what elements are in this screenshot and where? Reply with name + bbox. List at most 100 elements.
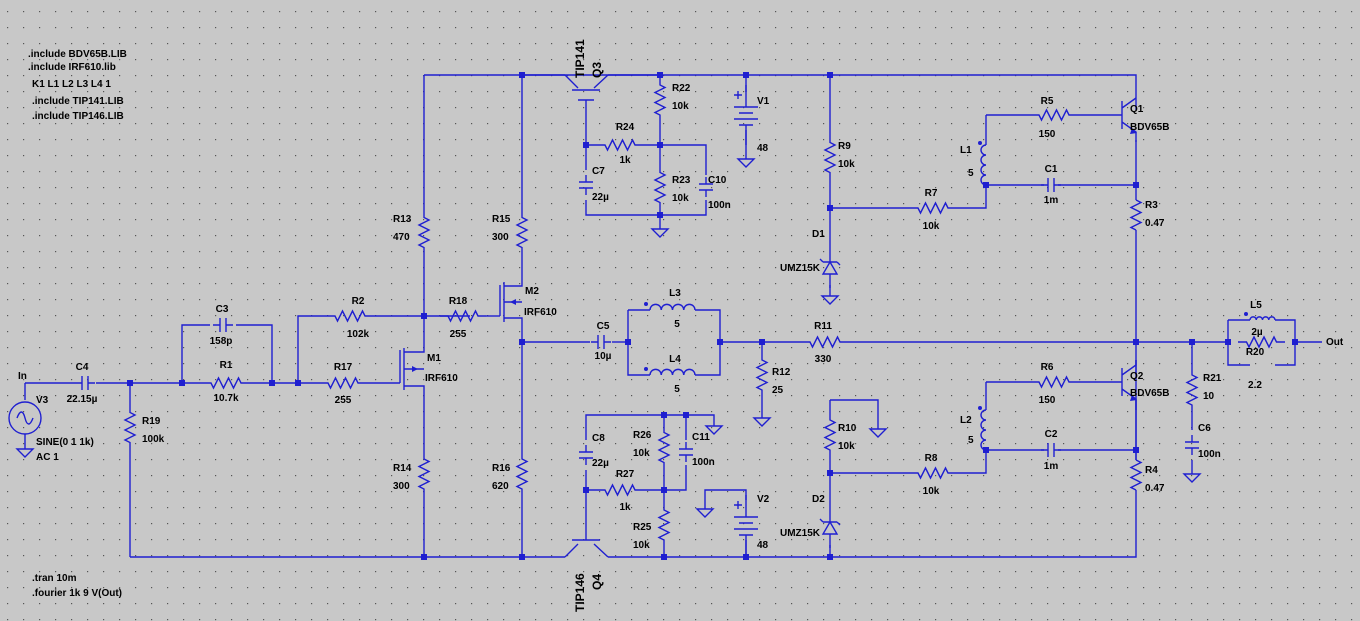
q1-name: Q1 <box>1130 104 1144 115</box>
r7-name: R7 <box>925 188 938 199</box>
capacitor-c11[interactable] <box>679 442 693 462</box>
capacitor-c3[interactable] <box>213 318 233 332</box>
resistor-r18[interactable] <box>440 309 486 323</box>
capacitor-c4[interactable] <box>75 376 95 390</box>
r21-name: R21 <box>1203 373 1222 384</box>
resistor-r14[interactable] <box>417 455 431 493</box>
junction-dot <box>743 72 749 78</box>
resistor-r17[interactable] <box>320 376 366 390</box>
r6-name: R6 <box>1041 362 1054 373</box>
junction-dot <box>743 554 749 560</box>
junction-dot <box>179 380 185 386</box>
inductor-l4[interactable] <box>644 367 696 376</box>
ground-symbol <box>15 445 35 458</box>
r25-value: 10k <box>633 540 650 551</box>
junction-dot <box>269 380 275 386</box>
r25-name: R25 <box>633 522 652 533</box>
mosfet-m2[interactable] <box>499 280 523 330</box>
resistor-r25[interactable] <box>657 505 671 545</box>
c4-name: C4 <box>76 362 89 373</box>
capacitor-c1[interactable] <box>1041 178 1061 192</box>
q3-name: Q3 <box>590 62 604 78</box>
capacitor-c7[interactable] <box>579 175 593 195</box>
capacitor-c5[interactable] <box>591 335 611 349</box>
q3-model: TIP141 <box>573 39 587 78</box>
resistor-r20[interactable] <box>1238 335 1285 349</box>
resistor-r5[interactable] <box>1030 108 1078 122</box>
junction-dot <box>661 412 667 418</box>
wire <box>585 414 686 440</box>
r15-value: 300 <box>492 232 509 243</box>
inductor-l3[interactable] <box>644 302 696 311</box>
c6-value: 100n <box>1198 449 1221 460</box>
resistor-r16[interactable] <box>515 455 529 493</box>
resistor-r6[interactable] <box>1030 375 1078 389</box>
resistor-r4[interactable] <box>1129 459 1143 491</box>
d2-model: UMZ15K <box>780 528 821 539</box>
r5-name: R5 <box>1041 96 1054 107</box>
resistor-r2[interactable] <box>322 309 378 323</box>
spice-directive: .include TIP146.LIB <box>32 111 124 122</box>
r3-name: R3 <box>1145 200 1158 211</box>
resistor-r21[interactable] <box>1185 370 1199 410</box>
l4-value: 5 <box>674 384 680 395</box>
junction-dot <box>683 412 689 418</box>
capacitor-c6[interactable] <box>1185 435 1199 455</box>
voltage-source-v1[interactable] <box>734 85 758 145</box>
junction-dot <box>661 554 667 560</box>
ground-symbol <box>650 225 670 238</box>
inductor-l5[interactable] <box>1244 312 1276 321</box>
resistor-r23[interactable] <box>653 170 667 205</box>
spice-tran-directive: .tran 10m <box>32 573 77 584</box>
capacitor-c10[interactable] <box>699 177 713 197</box>
wire <box>181 324 210 383</box>
zener-diode-d2[interactable] <box>819 500 841 548</box>
c8-name: C8 <box>592 433 605 444</box>
capacitor-c2[interactable] <box>1041 443 1061 457</box>
capacitor-c8[interactable] <box>579 445 593 465</box>
r22-value: 10k <box>672 101 689 112</box>
c1-name: C1 <box>1045 164 1058 175</box>
transistor-q2[interactable] <box>1112 360 1137 410</box>
transistor-q1[interactable] <box>1112 97 1137 142</box>
resistor-r1[interactable] <box>200 376 252 390</box>
c6-name: C6 <box>1198 423 1211 434</box>
mosfet-m1[interactable] <box>399 345 425 390</box>
junction-dot <box>657 212 663 218</box>
resistor-r10[interactable] <box>823 410 837 460</box>
resistor-r3[interactable] <box>1129 199 1143 231</box>
resistor-r15[interactable] <box>515 210 529 255</box>
resistor-r9[interactable] <box>823 135 837 180</box>
transistor-q4[interactable] <box>564 530 609 558</box>
resistor-r12[interactable] <box>755 350 769 400</box>
v3-name: V3 <box>36 395 49 406</box>
v1-value: 48 <box>757 143 769 154</box>
voltage-source-v2[interactable] <box>734 495 758 555</box>
r21-value: 10 <box>1203 391 1215 402</box>
v2-value: 48 <box>757 540 769 551</box>
resistor-r13[interactable] <box>417 210 431 255</box>
resistor-r11[interactable] <box>800 335 850 349</box>
q1-model: BDV65B <box>1130 122 1169 133</box>
r19-name: R19 <box>142 416 161 427</box>
zener-diode-d1[interactable] <box>819 240 841 288</box>
resistor-r8[interactable] <box>906 466 960 480</box>
inductor-l2[interactable] <box>978 406 987 451</box>
resistor-r7[interactable] <box>906 201 960 215</box>
transistor-q3[interactable] <box>564 74 609 101</box>
resistor-r24[interactable] <box>600 138 640 152</box>
d1-model: UMZ15K <box>780 263 821 274</box>
r13-name: R13 <box>393 214 412 225</box>
d1-name: D1 <box>812 229 825 240</box>
resistor-r27[interactable] <box>600 483 640 497</box>
resistor-r26[interactable] <box>657 425 671 470</box>
voltage-source-v3[interactable] <box>8 401 42 445</box>
inductor-l1[interactable] <box>978 141 987 186</box>
resistor-r22[interactable] <box>653 80 667 120</box>
spice-directive: .include TIP141.LIB <box>32 96 124 107</box>
junction-dot <box>519 339 525 345</box>
r26-value: 10k <box>633 448 650 459</box>
c7-name: C7 <box>592 166 605 177</box>
resistor-r19[interactable] <box>123 410 137 445</box>
